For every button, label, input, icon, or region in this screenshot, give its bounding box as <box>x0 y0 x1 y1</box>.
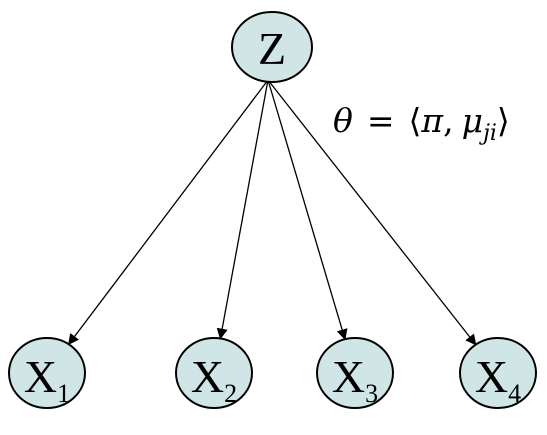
edges <box>68 79 477 346</box>
edge-z-x1 <box>68 79 269 346</box>
node-x4: X4 <box>459 337 537 409</box>
formula-pi: π <box>420 101 444 140</box>
node-z-label: Z <box>258 23 286 74</box>
node-x1-ellipse <box>8 337 86 409</box>
node-x3-label: X3 <box>332 351 378 408</box>
formula-open-bracket: ⟨ <box>409 101 422 140</box>
formula-mu-subscript: ji <box>478 121 497 146</box>
edge-z-x3 <box>267 79 348 341</box>
node-z: Z <box>231 11 313 83</box>
node-x1: X1 <box>8 337 86 409</box>
node-x1-label: X1 <box>24 351 70 408</box>
formula-mu: μ <box>462 101 483 140</box>
node-x2-label: X2 <box>191 351 237 408</box>
node-x4-label: X4 <box>475 351 521 408</box>
node-x3-ellipse <box>316 337 394 409</box>
node-x4-ellipse <box>459 337 537 409</box>
formula-close-bracket: ⟩ <box>497 101 510 140</box>
formula-comma: , <box>443 101 454 140</box>
formula-equals: = <box>367 101 395 140</box>
node-x2: X2 <box>175 337 253 409</box>
parameter-formula: θ = ⟨π,μji⟩ <box>333 101 510 146</box>
edge-z-x4 <box>267 79 477 346</box>
node-x3: X3 <box>316 337 394 409</box>
node-x2-ellipse <box>175 337 253 409</box>
node-z-ellipse <box>231 11 313 83</box>
edge-z-x2 <box>216 79 269 340</box>
formula-theta: θ <box>333 101 353 140</box>
